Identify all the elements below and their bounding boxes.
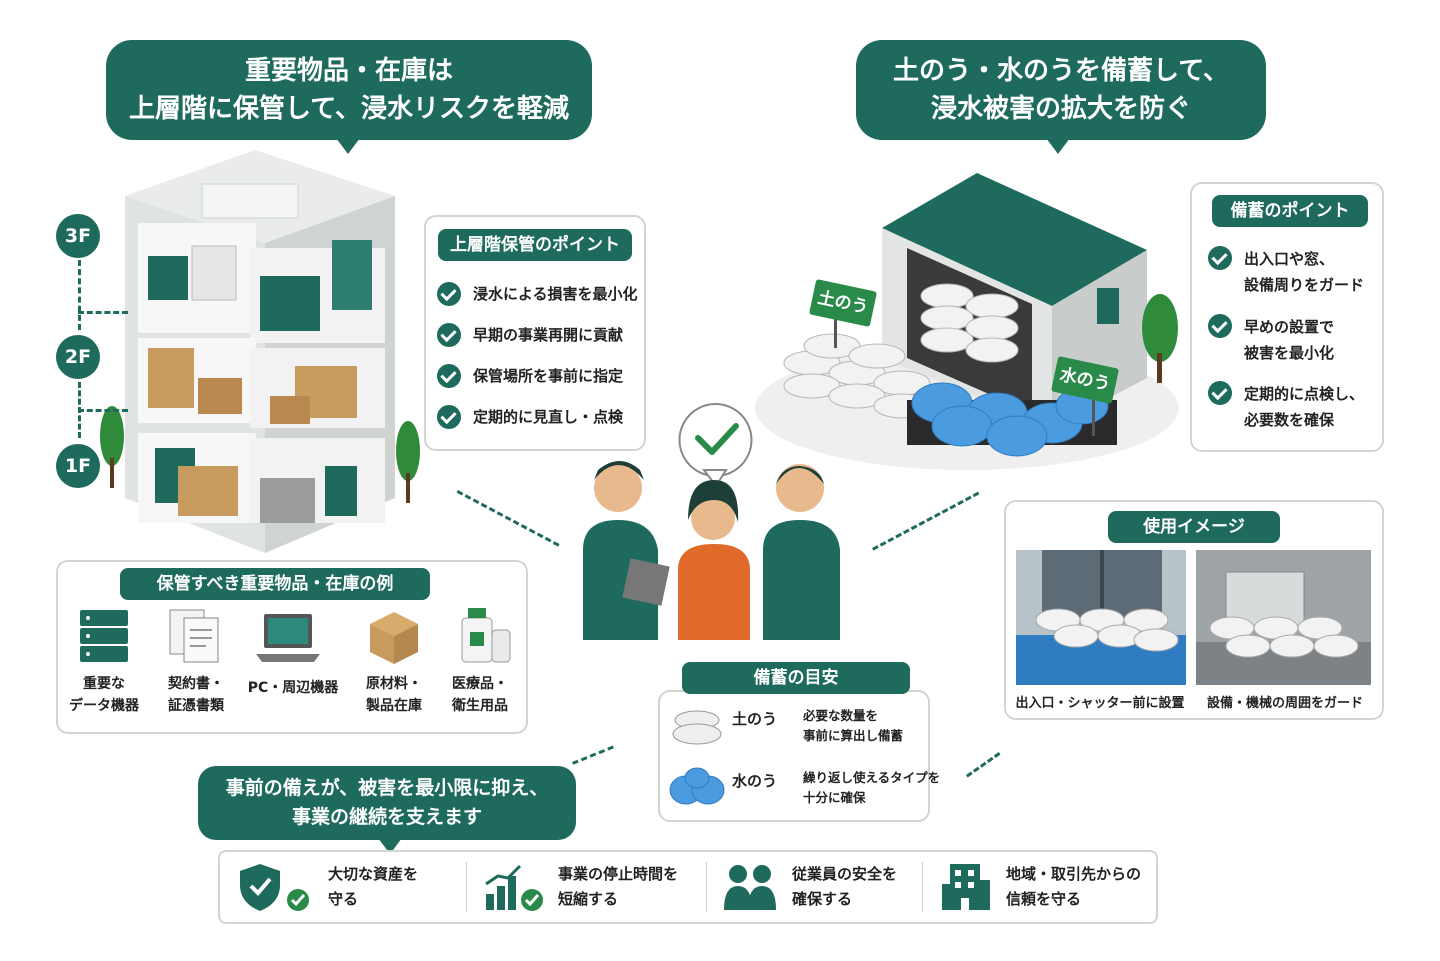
connector-line bbox=[966, 752, 1001, 778]
medicine-bottles-icon bbox=[461, 608, 511, 663]
check-icon bbox=[437, 364, 461, 388]
item-label-medical: 医療品・衛生用品 bbox=[452, 676, 508, 714]
check-icon bbox=[1208, 381, 1232, 405]
benefits-bar bbox=[218, 850, 1158, 924]
check-icon bbox=[1208, 246, 1232, 270]
stockpile-guide-title: 備蓄の目安 bbox=[682, 662, 910, 694]
floor-tag-1f: 1F bbox=[56, 444, 100, 488]
benefit-shorten-downtime: 事業の停止時間を短縮する bbox=[484, 862, 678, 912]
check-icon bbox=[1208, 314, 1232, 338]
left-headline-bubble: 重要物品・在庫は 上層階に保管して、浸水リスクを軽減 bbox=[106, 40, 592, 154]
right-headline-line1: 土のう・水のうを備蓄して、 bbox=[893, 56, 1229, 86]
cardboard-box-icon bbox=[370, 612, 418, 664]
growth-chart-icon bbox=[485, 864, 543, 911]
item-label-materials: 原材料・製品在庫 bbox=[366, 676, 422, 714]
stockpile-points-title: 備蓄のポイント bbox=[1212, 195, 1368, 227]
item-label-data-devices: 重要なデータ機器 bbox=[69, 676, 139, 714]
connector-line bbox=[572, 745, 614, 765]
item-label-documents: 契約書・証憑書類 bbox=[168, 676, 224, 714]
building-icon bbox=[942, 864, 990, 910]
floor-guide-line bbox=[78, 260, 81, 330]
floor-guide-line bbox=[78, 311, 128, 314]
documents-icon bbox=[169, 609, 219, 663]
right-headline-bubble: 土のう・水のうを備蓄して、 浸水被害の拡大を防ぐ bbox=[856, 40, 1266, 154]
upper-point-row: 浸水による損害を最小化 bbox=[437, 282, 638, 306]
divider bbox=[922, 862, 923, 912]
upper-point-row: 定期的に見直し・点検 bbox=[437, 405, 623, 429]
guide-row-donou-name: 土のう bbox=[732, 710, 778, 728]
laptop-icon bbox=[256, 614, 320, 662]
left-headline-line2: 上層階に保管して、浸水リスクを軽減 bbox=[129, 94, 569, 124]
benefit-employee-safety: 従業員の安全を確保する bbox=[722, 862, 897, 912]
data-server-icon bbox=[80, 610, 128, 662]
guide-row-donou-desc: 必要な数量を事前に算出し備蓄 bbox=[803, 708, 904, 743]
upper-storage-points-title: 上層階保管のポイント bbox=[438, 229, 632, 261]
entrance-sandbag-photo bbox=[1016, 550, 1186, 685]
benefit-trust: 地域・取引先からの信頼を守る bbox=[940, 862, 1141, 912]
shield-check-icon bbox=[240, 864, 309, 911]
summary-bubble: 事前の備えが、被害を最小限に抑え、 事業の継続を支えます bbox=[198, 766, 576, 854]
upper-point-row: 保管場所を事前に指定 bbox=[437, 364, 623, 388]
usage-caption-equipment: 設備・機械の周囲をガード bbox=[1206, 696, 1363, 711]
staff-discussion-illustration bbox=[583, 403, 840, 640]
sandbag-icon bbox=[672, 710, 722, 745]
upper-point-row: 早期の事業再開に貢献 bbox=[437, 323, 623, 347]
check-icon bbox=[437, 282, 461, 306]
people-icon bbox=[724, 865, 776, 910]
connector-line bbox=[456, 490, 560, 547]
guide-row-mizunou-desc: 繰り返し使えるタイプを十分に確保 bbox=[803, 770, 941, 805]
floor-tag-2f: 2F bbox=[56, 335, 100, 379]
floor-guide-line bbox=[78, 409, 128, 412]
connector-line bbox=[872, 491, 980, 551]
building-illustration bbox=[100, 150, 420, 553]
summary-line2: 事業の継続を支えます bbox=[291, 806, 482, 828]
summary-line1: 事前の備えが、被害を最小限に抑え、 bbox=[225, 777, 549, 799]
left-headline-line1: 重要物品・在庫は bbox=[244, 56, 453, 86]
check-icon bbox=[437, 323, 461, 347]
check-icon bbox=[437, 405, 461, 429]
benefit-protect-assets: 大切な資産を守る bbox=[238, 862, 418, 912]
approval-check-icon bbox=[695, 423, 739, 455]
stockpile-point-row: 出入口や窓、設備周りをガード bbox=[1208, 246, 1364, 298]
important-items-title: 保管すべき重要物品・在庫の例 bbox=[120, 568, 430, 600]
equipment-sandbag-photo bbox=[1196, 550, 1371, 685]
stockpile-point-row: 早めの設置で被害を最小化 bbox=[1208, 314, 1334, 366]
stockpile-point-row: 定期的に点検し、必要数を確保 bbox=[1208, 381, 1364, 433]
warehouse-illustration bbox=[755, 173, 1179, 470]
floor-tag-3f: 3F bbox=[56, 214, 100, 258]
waterbag-icon bbox=[669, 767, 725, 805]
divider bbox=[706, 862, 707, 912]
usage-image-title: 使用イメージ bbox=[1108, 511, 1280, 543]
divider bbox=[466, 862, 467, 912]
item-label-pc: PC・周辺機器 bbox=[247, 680, 339, 696]
right-headline-line2: 浸水被害の拡大を防ぐ bbox=[930, 94, 1191, 124]
guide-row-mizunou-name: 水のう bbox=[732, 772, 778, 790]
usage-caption-entrance: 出入口・シャッター前に設置 bbox=[1015, 696, 1185, 711]
